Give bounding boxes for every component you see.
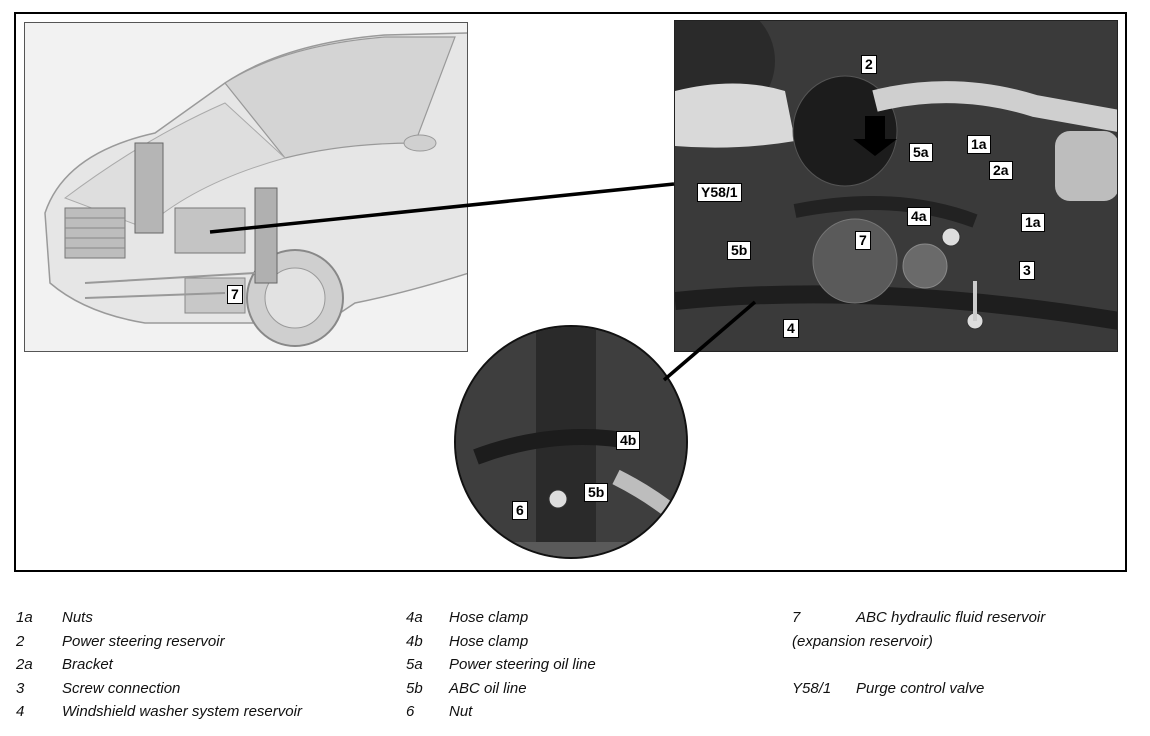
legend-desc: Hose clamp xyxy=(449,609,529,626)
callout-4b: 4b xyxy=(616,431,641,450)
legend-item: 2a Bracket xyxy=(16,653,376,677)
callout-6: 6 xyxy=(512,501,528,520)
legend-item: 5a Power steering oil line xyxy=(406,653,746,677)
legend-item: 6 Nut xyxy=(406,700,746,724)
legend-code: 4b xyxy=(406,632,423,650)
engine-bay-photo: 2 1a 5a 2a Y58/1 4a 1a 7 5b 3 4 xyxy=(674,20,1118,352)
legend-item: 4a Hose clamp xyxy=(406,606,746,630)
callout-Y58-1: Y58/1 xyxy=(697,183,742,202)
legend-item: 5b ABC oil line xyxy=(406,677,746,701)
legend-column-1: 1a Nuts 2 Power steering reservoir 2a Brack… xyxy=(16,606,376,724)
callout-2: 2 xyxy=(861,55,877,74)
engine-bay-image xyxy=(675,21,1117,351)
callout-4: 4 xyxy=(783,319,799,338)
legend-item: 4b Hose clamp xyxy=(406,630,746,654)
legend-item: 3 Screw connection xyxy=(16,677,376,701)
callout-3: 3 xyxy=(1019,261,1035,280)
callout-1a-top: 1a xyxy=(967,135,991,154)
legend-desc: Windshield washer system reservoir xyxy=(62,703,302,720)
legend-code: 5b xyxy=(406,679,423,697)
legend-code: 4a xyxy=(406,609,423,626)
legend-code: 2a xyxy=(16,656,33,673)
legend-item: 7 ABC hydraulic fluid reservoir xyxy=(792,606,1132,630)
legend-item: (expansion reservoir) xyxy=(792,630,1132,654)
legend-item: Y58/1 Purge control valve xyxy=(792,677,1132,701)
legend-desc: Hose clamp xyxy=(449,632,529,650)
legend-code: 6 xyxy=(406,703,415,720)
callout-4a: 4a xyxy=(907,207,931,226)
legend-item: 2 Power steering reservoir xyxy=(16,630,376,654)
legend-code: 1a xyxy=(16,609,33,626)
legend-item: 4 Windshield washer system reservoir xyxy=(16,700,376,724)
legend-code: 4 xyxy=(16,703,25,720)
callout-2a: 2a xyxy=(989,161,1013,180)
callout-1a-right: 1a xyxy=(1021,213,1045,232)
legend-code: 2 xyxy=(16,632,25,650)
legend-desc: ABC hydraulic fluid reservoir xyxy=(856,609,1046,626)
callout-7-car: 7 xyxy=(227,285,243,304)
callout-5b-photo: 5b xyxy=(727,241,752,260)
car-overview-panel: 7 xyxy=(24,22,468,352)
legend-desc: Power steering reservoir xyxy=(62,632,225,650)
legend-desc: (expansion reservoir) xyxy=(792,632,933,650)
legend-code: Y58/1 xyxy=(792,679,832,697)
legend-code: 5a xyxy=(406,656,423,673)
legend-item xyxy=(792,653,1132,677)
legend-desc: Screw connection xyxy=(62,679,181,697)
callout-7: 7 xyxy=(855,231,871,250)
legend-desc: Power steering oil line xyxy=(449,656,596,673)
callout-5a: 5a xyxy=(909,143,933,162)
callout-5b-detail: 5b xyxy=(584,483,609,502)
legend-desc: Bracket xyxy=(62,656,113,673)
legend-column-3: 7 ABC hydraulic fluid reservoir (expansio… xyxy=(792,606,1132,700)
legend-desc: ABC oil line xyxy=(449,679,527,697)
legend-desc: Nut xyxy=(449,703,473,720)
car-illustration xyxy=(25,23,467,351)
legend-item: 1a Nuts xyxy=(16,606,376,630)
legend-code: 3 xyxy=(16,679,25,697)
legend-desc: Nuts xyxy=(62,609,93,626)
legend-code: 7 xyxy=(792,609,801,626)
legend-desc: Purge control valve xyxy=(856,679,985,697)
